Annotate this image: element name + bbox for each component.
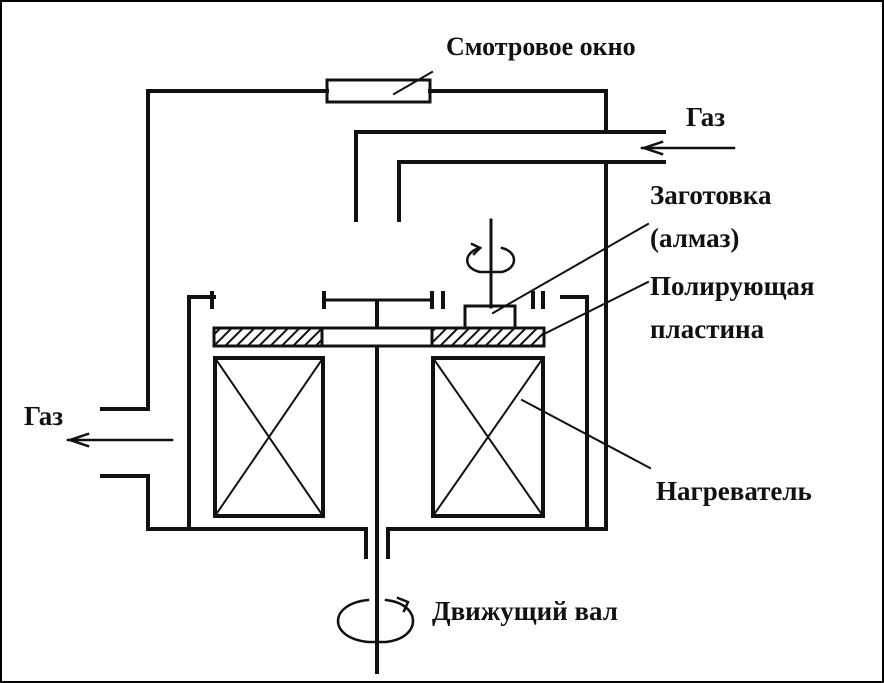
label-workpiece-diamond: (алмаз) xyxy=(650,223,740,253)
viewing-window xyxy=(325,70,434,104)
gas-in-arrow xyxy=(640,140,736,156)
label-drive-shaft: Движущий вал xyxy=(432,596,618,626)
gas-out-arrow xyxy=(66,432,174,448)
outer-chamber xyxy=(100,89,666,559)
label-gas-in: Газ xyxy=(686,102,726,132)
polishing-plate xyxy=(212,326,546,348)
workpiece xyxy=(463,218,517,330)
label-gas-out: Газ xyxy=(24,401,64,431)
label-workpiece: Заготовка xyxy=(650,180,772,210)
leader-lines xyxy=(491,222,652,470)
shaft-rotation-arrow xyxy=(336,596,415,644)
workpiece-rotation-arrow xyxy=(466,242,516,274)
label-polishing-plate: Полирующая xyxy=(650,271,815,301)
heater-coil-right xyxy=(431,356,545,518)
label-heater: Нагреватель xyxy=(656,476,812,506)
label-polishing-plate-2: пластина xyxy=(650,314,765,344)
label-viewing-window: Смотровое окно xyxy=(446,32,636,61)
heater-coil-left xyxy=(213,356,325,518)
